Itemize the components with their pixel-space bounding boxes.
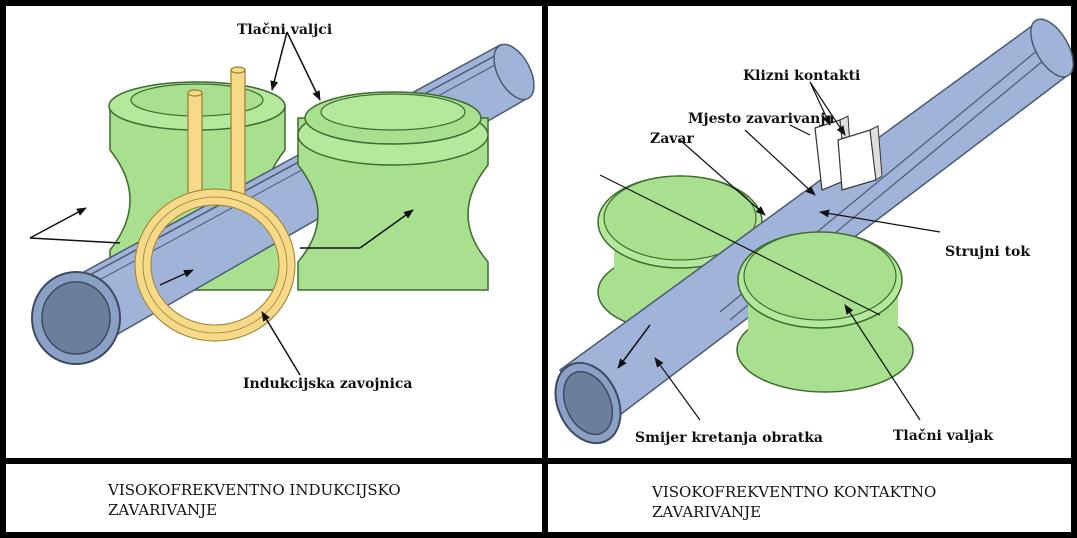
- induction-coil: [134, 66, 296, 342]
- pressure-roller-right: [297, 91, 489, 291]
- label-workpiece-direction: Smijer kretanja obratka: [635, 430, 823, 446]
- right-illustration: Klizni kontakti Mjesto zavarivanja Zavar…: [554, 18, 1074, 446]
- left-annotation-arrows: [29, 31, 414, 376]
- workpiece-pipe-right: [554, 18, 1074, 445]
- label-sliding-contacts: Klizni kontakti: [743, 68, 860, 84]
- label-current-flow: Strujni tok: [945, 244, 1030, 260]
- left-illustration: Tlačni valjci Indukcijska zavojnica: [29, 22, 535, 392]
- label-pressure-rollers: Tlačni valjci: [237, 22, 332, 38]
- caption-induction-welding: VISOKOFREKVENTNO INDUKCIJSKO ZAVARIVANJE: [108, 481, 401, 519]
- sliding-contacts: [814, 115, 883, 191]
- right-annotation-arrows: [599, 81, 941, 421]
- caption-contact-welding: VISOKOFREKVENTNO KONTAKTNO ZAVARIVANJE: [652, 483, 937, 521]
- label-weld: Zavar: [650, 131, 694, 147]
- label-pressure-roller: Tlačni valjak: [893, 428, 993, 444]
- label-induction-coil: Indukcijska zavojnica: [243, 376, 412, 392]
- pressure-roller-front: [736, 231, 914, 393]
- label-weld-point: Mjesto zavarivanja: [688, 111, 834, 127]
